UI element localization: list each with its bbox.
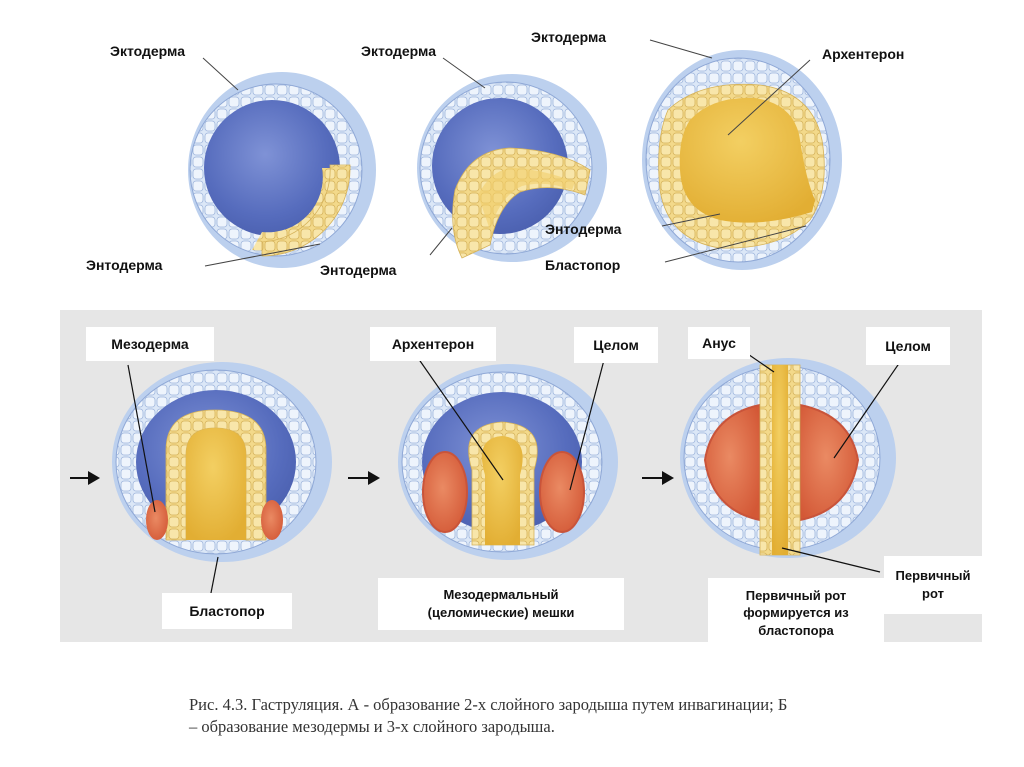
label-blastopore-bottom: Бластопор: [162, 593, 292, 629]
embryo-archenteron: [642, 50, 842, 270]
label-coelom-1: Целом: [574, 327, 658, 363]
primary-mouth-line-1: Первичный: [896, 567, 971, 585]
primary-mouth-forms-line-2: формируется из: [743, 604, 849, 622]
label-coelom-2: Целом: [866, 327, 950, 365]
arrow-3: [642, 471, 674, 485]
figure-caption: Рис. 4.3. Гаструляция. А - образование 2…: [189, 694, 919, 738]
embryo-early-gastrula: [188, 72, 376, 268]
label-archenteron-top: Архентерон: [822, 46, 904, 62]
caption-line-2: – образование мезодермы и 3-х слойного з…: [189, 716, 919, 738]
label-endoderm-3: Энтодерма: [545, 221, 621, 237]
arrow-1: [70, 471, 100, 485]
mesodermal-sacs-line-1: Мезодермальный: [443, 586, 558, 604]
label-mesodermal-sacs: Мезодермальный (целомические) мешки: [378, 578, 624, 630]
label-archenteron-bottom: Архентерон: [370, 327, 496, 361]
embryo-coelomic-sacs: [398, 364, 618, 560]
primary-mouth-line-2: рот: [922, 585, 944, 603]
embryo-tube-gut: [680, 358, 896, 558]
label-anus: Анус: [688, 327, 750, 359]
primary-mouth-forms-line-1: Первичный рот: [746, 587, 847, 605]
primary-mouth-forms-line-3: бластопора: [758, 622, 834, 640]
label-blastopore-top: Бластопор: [545, 257, 620, 273]
label-ectoderm-2: Эктодерма: [361, 43, 436, 59]
label-endoderm-1: Энтодерма: [86, 257, 162, 273]
label-endoderm-2: Энтодерма: [320, 262, 396, 278]
embryo-mesoderm: [112, 362, 332, 562]
mesodermal-sacs-line-2: (целомические) мешки: [428, 604, 575, 622]
label-ectoderm-3: Эктодерма: [531, 29, 606, 45]
label-primary-mouth: Первичный рот: [884, 556, 982, 614]
arrow-2: [348, 471, 380, 485]
label-primary-mouth-forms: Первичный рот формируется из бластопора: [708, 578, 884, 648]
caption-line-1: Рис. 4.3. Гаструляция. А - образование 2…: [189, 694, 919, 716]
label-mesoderm: Мезодерма: [86, 327, 214, 361]
label-ectoderm-1: Эктодерма: [110, 43, 185, 59]
